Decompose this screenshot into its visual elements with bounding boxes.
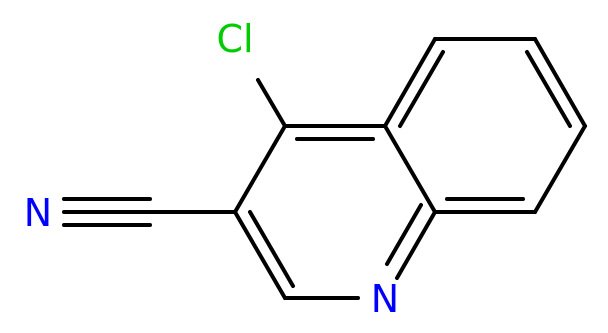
bond-c4-cl xyxy=(256,78,287,128)
bond-c7-c6-inner xyxy=(525,50,572,128)
bond-c4a-c8a xyxy=(383,124,437,214)
bond-c3-c2 xyxy=(233,210,287,300)
bond-c3-c2-inner xyxy=(248,210,295,288)
chlorine-label: Cl xyxy=(216,17,253,61)
bond-c5-c4a xyxy=(383,37,437,128)
bond-c5-c4a-inner xyxy=(398,50,445,128)
bond-n1-c8a xyxy=(395,210,437,280)
nitrile-nitrogen-label: N xyxy=(24,191,52,235)
bond-c8-c7 xyxy=(533,124,587,214)
bond-n1-c8a-inner xyxy=(385,203,423,266)
ring-nitrogen-label: N xyxy=(371,277,399,321)
bond-c7-c6 xyxy=(533,37,587,128)
bond-c4-c3 xyxy=(233,124,287,214)
